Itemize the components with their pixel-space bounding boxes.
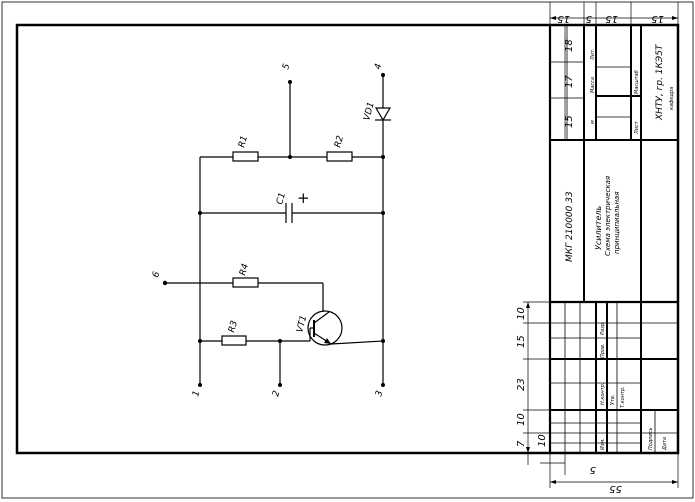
svg-text:Масса: Масса: [590, 77, 596, 93]
svg-text:Дата: Дата: [662, 437, 668, 451]
sub-organization: кафедра: [669, 87, 675, 110]
svg-text:м: м: [590, 120, 596, 124]
svg-text:Подпись: Подпись: [648, 427, 654, 450]
label-r4: R4: [238, 262, 251, 276]
terminal-4-label: 4: [373, 62, 384, 70]
dim-right-18: 18: [564, 39, 575, 52]
dim-left-10c: 10: [537, 434, 548, 447]
dim-bottom-5: 5: [590, 464, 596, 475]
label-r1: R1: [237, 135, 250, 149]
junction-dots: [162, 73, 385, 387]
dim-top-15a: 15: [557, 13, 570, 24]
terminal-1-label: 1: [191, 390, 202, 398]
svg-text:Масштаб: Масштаб: [634, 70, 640, 94]
resistor-r3: [221, 335, 247, 346]
title-line-3: принципиальная: [613, 191, 621, 254]
capacitor-polarity: +: [297, 189, 310, 207]
dim-left-10b: 10: [516, 413, 527, 426]
title-block: [548, 25, 678, 453]
dim-top-15c: 15: [651, 13, 664, 24]
resistor-r2: [326, 151, 353, 162]
dim-left-15: 15: [516, 335, 527, 348]
dim-left-7: 7: [516, 440, 527, 447]
terminal-5-label: 5: [281, 62, 292, 70]
label-r3: R3: [227, 319, 240, 333]
title-block-small-marks: Лит. Масса м Масштаб Лист Разр. Пров. Н.…: [590, 48, 668, 451]
svg-text:Т.контр.: Т.контр.: [620, 386, 626, 408]
transistor-emitter-arrow: [324, 338, 331, 344]
svg-text:Изм.: Изм.: [600, 438, 606, 450]
resistor-r1: [232, 151, 259, 162]
diode-vd1: [374, 107, 392, 122]
label-r2: R2: [333, 134, 346, 148]
svg-text:Пров.: Пров.: [600, 343, 606, 358]
dim-left-23: 23: [516, 378, 527, 391]
dimension-lines: [523, 2, 679, 488]
terminal-6-label: 6: [151, 270, 162, 278]
dim-bottom-55: 55: [609, 483, 622, 494]
transistor-vt1: [307, 310, 343, 346]
terminal-2-label: 2: [271, 389, 282, 397]
organization: ХНТУ, гр. 1КЭ5Т: [655, 43, 665, 121]
dim-top-5: 5: [586, 13, 592, 24]
terminal-3-label: 3: [374, 389, 385, 397]
transistor-collector: [313, 311, 330, 324]
schematic: [165, 75, 392, 385]
svg-text:Разр.: Разр.: [600, 321, 606, 335]
title-line-2: Схема электрическая: [604, 176, 612, 256]
label-vt1: VT1: [295, 314, 309, 333]
label-c1: C1: [275, 192, 288, 206]
resistor-r4: [232, 277, 259, 288]
doc-code: МКГ 210000 33: [565, 191, 575, 262]
dimension-arrows: [526, 16, 678, 484]
wire: [330, 340, 384, 345]
title-line-1: Усилитель: [594, 206, 603, 250]
svg-text:Утв.: Утв.: [610, 395, 616, 406]
dim-left-10a: 10: [516, 307, 527, 320]
dim-top-15b: 15: [605, 13, 618, 24]
label-vd1: VD1: [362, 101, 377, 122]
drawing-frame: [15, 23, 680, 455]
dim-right-15: 15: [564, 115, 575, 128]
svg-text:Н.контр.: Н.контр.: [600, 383, 606, 405]
svg-text:Лист: Лист: [634, 120, 640, 135]
svg-text:Лит.: Лит.: [590, 48, 596, 61]
dim-right-17: 17: [564, 75, 575, 88]
